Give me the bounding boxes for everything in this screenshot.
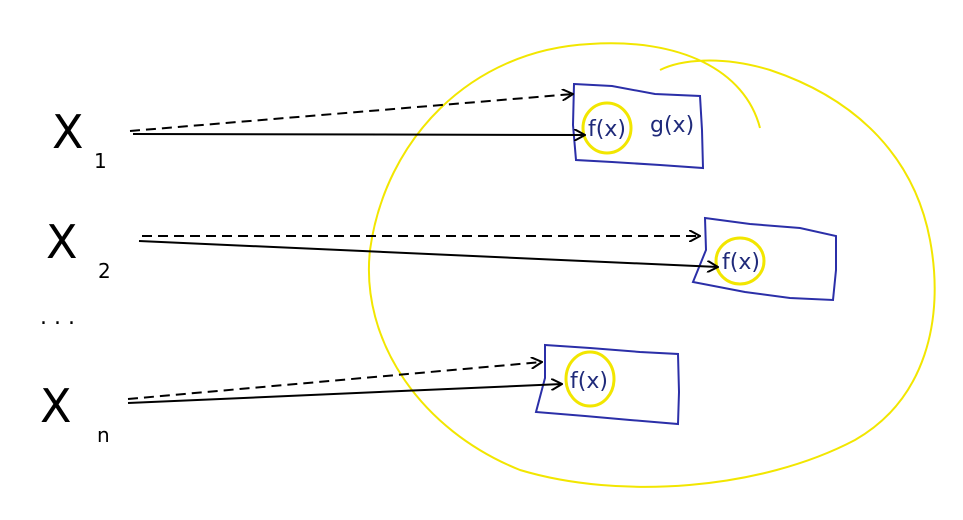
input-x1-subscript: 1 xyxy=(94,149,107,173)
input-x2-symbol: X xyxy=(46,215,78,269)
box-3-label-f: f(x) xyxy=(570,369,608,394)
input-x1: X 1 xyxy=(52,105,107,173)
arrow-xn-dashed xyxy=(127,362,542,400)
box-1-label-g: g(x) xyxy=(650,113,694,138)
arrow-x1-solid xyxy=(132,134,585,135)
ellipsis: . . . xyxy=(40,305,75,330)
output-box-2-border xyxy=(691,216,837,302)
arrow-xn-solid xyxy=(127,384,562,404)
output-box-1-highlight xyxy=(581,101,633,155)
input-xn-subscript: n xyxy=(97,423,110,447)
input-x2-subscript: 2 xyxy=(98,259,111,283)
input-x1-symbol: X xyxy=(52,105,84,159)
output-box-1-border xyxy=(571,82,705,170)
arrow-x1-dashed xyxy=(129,94,573,132)
output-box-3-border xyxy=(534,343,681,426)
box-2-label-f: f(x) xyxy=(722,250,760,275)
output-box-1: f(x) g(x) xyxy=(571,82,705,170)
input-x2: X 2 xyxy=(46,215,111,283)
arrow-x2-solid xyxy=(138,240,718,267)
input-xn: X n xyxy=(40,379,110,447)
box-1-label-f: f(x) xyxy=(588,117,626,142)
output-box-3: f(x) xyxy=(534,343,681,426)
input-xn-symbol: X xyxy=(40,379,72,433)
output-box-3-highlight xyxy=(564,350,616,408)
output-box-2: f(x) xyxy=(691,216,837,302)
outer-yellow-region xyxy=(367,42,936,488)
